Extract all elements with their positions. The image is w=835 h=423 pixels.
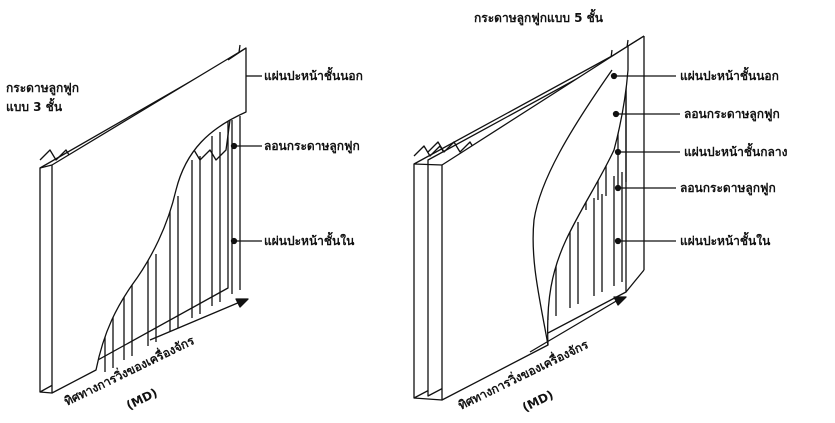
flute-label-5b: ลอนกระดาษลูกฟูก [680, 181, 776, 195]
three-ply-title-line1: กระดาษลูกฟูก [6, 81, 79, 95]
five-ply-board [413, 35, 680, 401]
flute-label: ลอนกระดาษลูกฟูก [264, 139, 360, 153]
three-ply-title-line2: แบบ 3 ชั้น [6, 100, 63, 114]
inner-liner-label-5: แผ่นปะหน้าชั้นใน [680, 234, 771, 248]
middle-liner-label: แผ่นปะหน้าชั้นกลาง [684, 145, 788, 159]
three-ply-board [39, 44, 262, 394]
outer-liner-label-5: แผ่นปะหน้าชั้นนอก [680, 69, 779, 83]
inner-liner-label: แผ่นปะหน้าชั้นใน [264, 234, 355, 248]
outer-liner-label: แผ่นปะหน้าชั้นนอก [264, 69, 363, 83]
flute-columns-left [104, 116, 241, 372]
outer-liner-torn-sheet-5 [441, 45, 629, 401]
tear-edge-middle [532, 69, 613, 346]
five-ply-title: กระดาษลูกฟูกแบบ 5 ชั้น [474, 11, 603, 25]
outer-liner-torn-sheet [51, 47, 247, 394]
flute-label-5a: ลอนกระดาษลูกฟูก [684, 107, 780, 121]
